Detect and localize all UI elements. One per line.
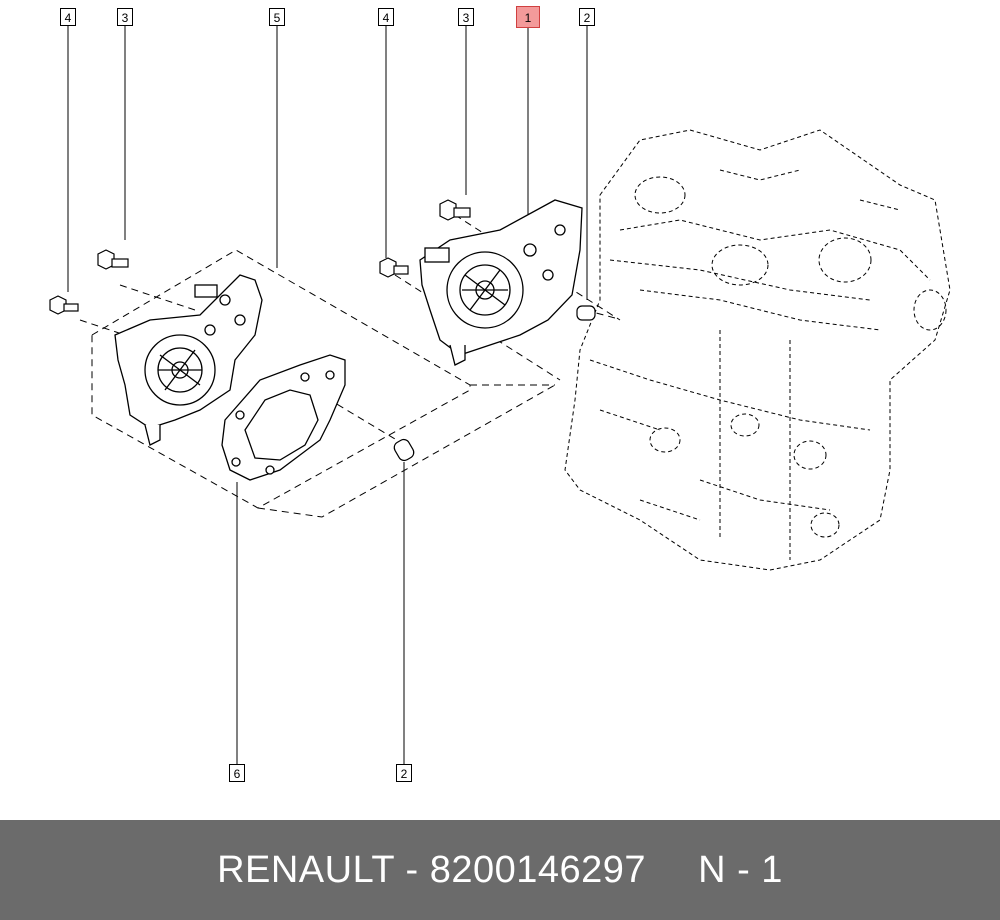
dowel-right bbox=[576, 305, 596, 321]
bolt-left-small bbox=[49, 295, 79, 315]
bolt-right-large bbox=[439, 199, 471, 221]
bolt-left-large bbox=[97, 249, 129, 270]
footer-caption: RENAULT - 8200146297 N - 1 bbox=[217, 849, 783, 892]
callout-3-right: 3 bbox=[458, 8, 474, 26]
water-pump-right bbox=[419, 199, 583, 366]
water-pump-left bbox=[114, 274, 263, 446]
callout-2-lower: 2 bbox=[396, 764, 412, 782]
dowel-lower bbox=[393, 438, 415, 462]
part-number: 8200146297 bbox=[429, 848, 647, 891]
footer-bar: RENAULT - 8200146297 N - 1 bbox=[0, 820, 1000, 920]
callout-4-left: 4 bbox=[60, 8, 76, 26]
callout-6: 6 bbox=[229, 764, 245, 782]
callout-3-left: 3 bbox=[117, 8, 133, 26]
callout-4-right: 4 bbox=[378, 8, 394, 26]
callout-5: 5 bbox=[269, 8, 285, 26]
sheet-number: N - 1 bbox=[698, 848, 783, 891]
diagram-drawing bbox=[49, 26, 951, 764]
bolt-right-small bbox=[379, 257, 409, 278]
brand-name: RENAULT bbox=[217, 848, 395, 891]
callout-1-highlighted[interactable]: 1 bbox=[516, 6, 540, 28]
exploded-parts-diagram: 4 3 5 4 3 1 2 6 2 bbox=[49, 6, 951, 782]
engine-block-outline bbox=[564, 129, 951, 571]
callout-2-right: 2 bbox=[579, 8, 595, 26]
gasket bbox=[221, 354, 346, 481]
caption-separator: - bbox=[394, 848, 430, 891]
